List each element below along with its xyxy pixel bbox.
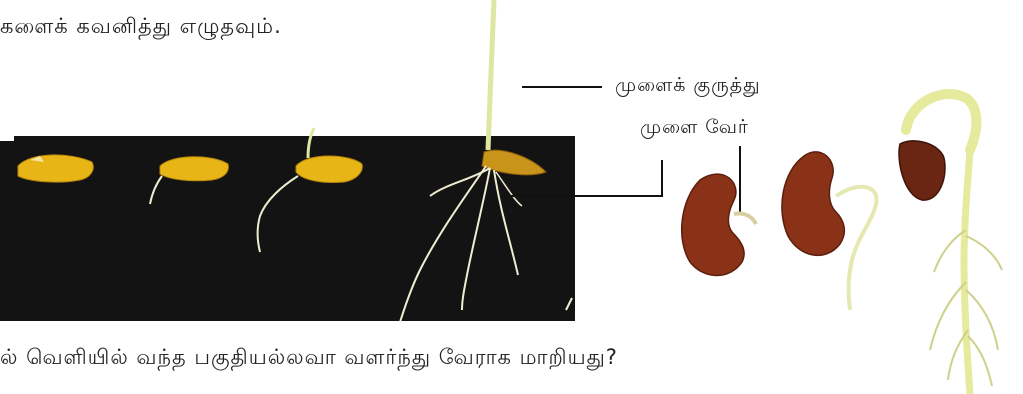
rice-seedling-stage-4 [400,0,572,322]
rice-grain-stage-3 [258,128,363,252]
rice-grain-stage-1 [18,155,93,182]
question-text: ல் வெளியில் வந்த பகுதியல்லவா வளர்ந்து வே… [0,345,618,372]
bean-seed-2 [782,152,877,310]
bean-seed-1 [682,174,756,275]
rice-grain-stage-2 [150,157,228,204]
bean-seedling [899,94,1002,394]
